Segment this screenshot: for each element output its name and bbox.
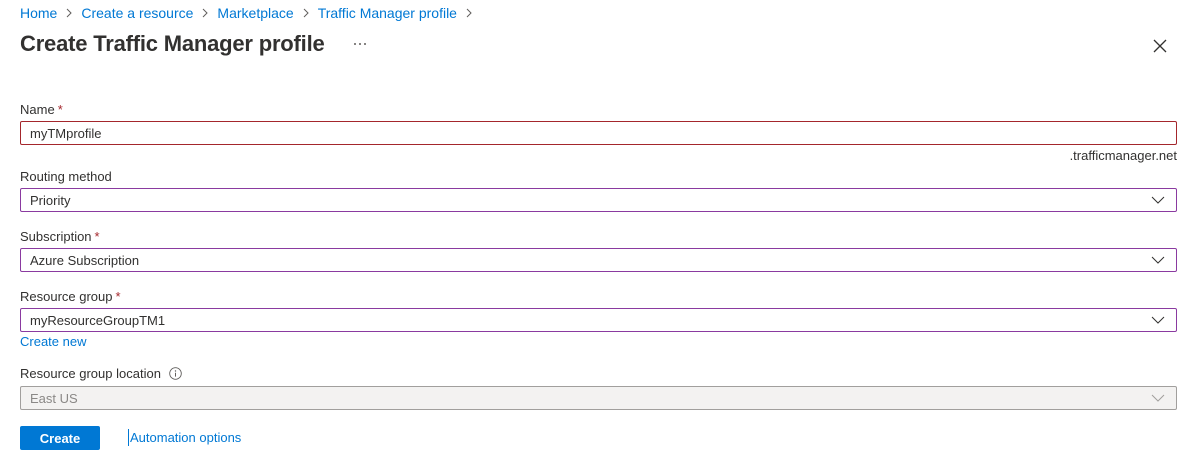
resource-group-location-label: Resource group location: [20, 365, 182, 381]
chevron-right-icon: [465, 8, 473, 18]
chevron-down-icon: [1151, 316, 1165, 324]
chevron-right-icon: [65, 8, 73, 18]
breadcrumb-create-resource[interactable]: Create a resource: [81, 5, 194, 21]
close-icon: [1153, 39, 1167, 53]
resource-group-dropdown[interactable]: myResourceGroupTM1: [20, 308, 1177, 332]
title-row: Create Traffic Manager profile: [20, 31, 371, 57]
breadcrumb-traffic-manager-profile[interactable]: Traffic Manager profile: [317, 5, 457, 21]
subscription-label: Subscription*: [20, 228, 100, 244]
resource-group-location-dropdown: East US: [20, 386, 1177, 410]
create-button[interactable]: Create: [20, 426, 100, 450]
required-marker: *: [115, 288, 121, 304]
routing-method-dropdown[interactable]: Priority: [20, 188, 1177, 212]
close-button[interactable]: [1152, 38, 1168, 54]
more-options-button[interactable]: [349, 32, 371, 56]
name-label: Name*: [20, 101, 63, 117]
create-new-resource-group-link[interactable]: Create new: [20, 334, 87, 349]
routing-method-label: Routing method: [20, 168, 112, 184]
chevron-down-icon: [1151, 196, 1165, 204]
breadcrumb-marketplace[interactable]: Marketplace: [217, 5, 294, 21]
breadcrumb: Home Create a resource Marketplace Traff…: [20, 4, 481, 22]
focus-caret: [128, 429, 129, 446]
ellipsis-icon: [353, 43, 366, 45]
required-marker: *: [57, 101, 63, 117]
required-marker: *: [94, 228, 100, 244]
page-title: Create Traffic Manager profile: [20, 31, 325, 56]
info-icon[interactable]: [169, 366, 182, 380]
chevron-right-icon: [302, 8, 310, 18]
dns-suffix: .trafficmanager.net: [1069, 148, 1177, 163]
automation-options-link[interactable]: Automation options: [128, 429, 242, 446]
name-input[interactable]: myTMprofile: [20, 121, 1177, 145]
resource-group-label: Resource group*: [20, 288, 121, 304]
chevron-right-icon: [201, 8, 209, 18]
subscription-dropdown[interactable]: Azure Subscription: [20, 248, 1177, 272]
breadcrumb-home[interactable]: Home: [20, 5, 58, 21]
chevron-down-icon: [1151, 256, 1165, 264]
chevron-down-icon: [1151, 394, 1165, 402]
